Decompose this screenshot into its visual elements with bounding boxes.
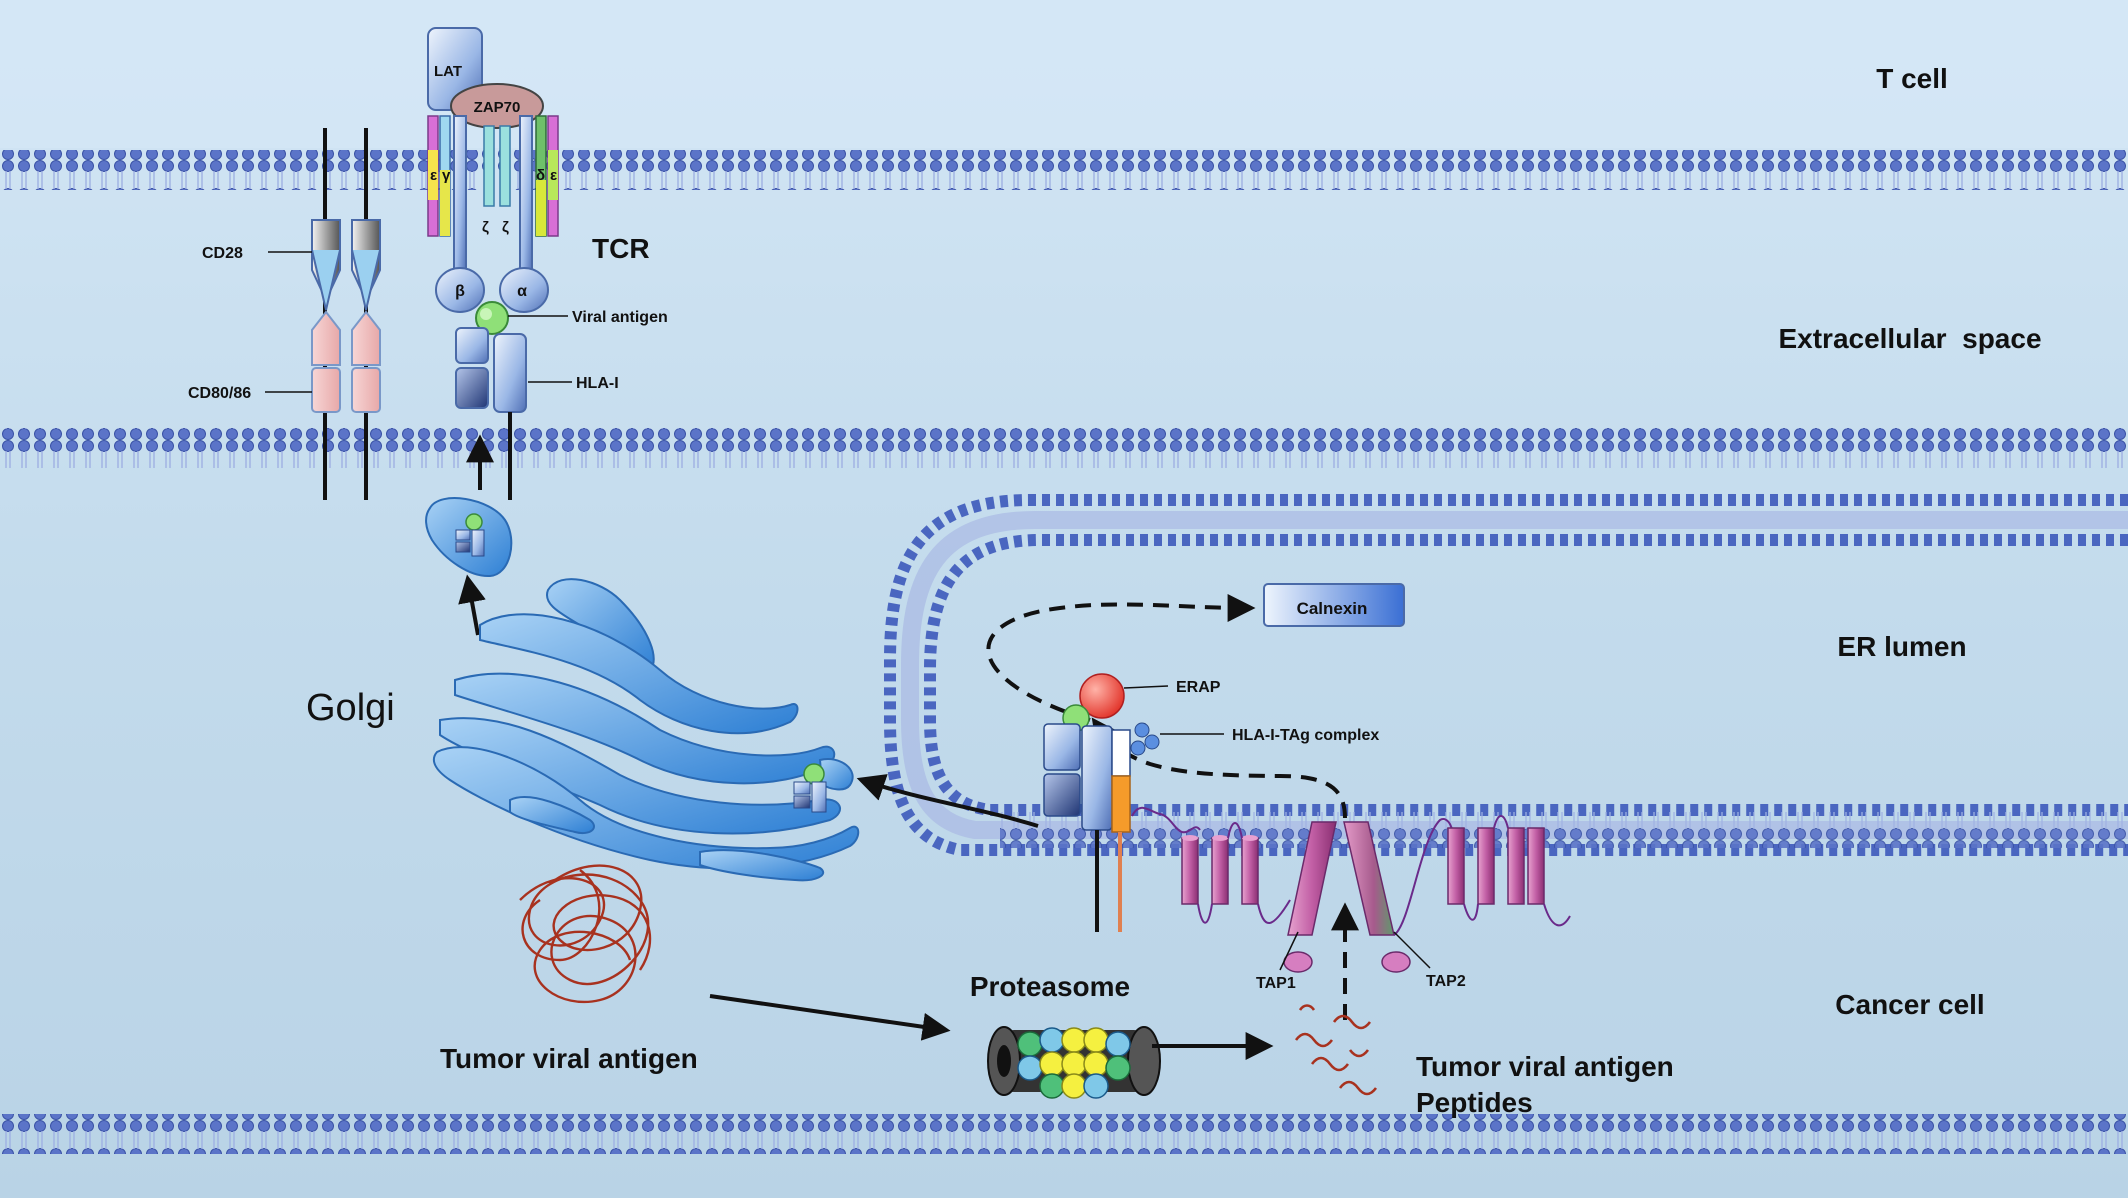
zeta-left-label: ζ — [482, 219, 489, 236]
dashed-calnexin-path — [986, 593, 1256, 722]
cd28-cd80-complex — [265, 128, 381, 500]
golgi-apparatus — [432, 578, 860, 882]
cancer-cell-label: Cancer cell — [1835, 989, 1984, 1020]
tap2-label: TAP2 — [1426, 973, 1466, 990]
tap1-subunit — [1287, 821, 1337, 936]
erap-enzyme — [1079, 673, 1125, 719]
t-cell-label: T cell — [1876, 63, 1948, 94]
calnexin-label: Calnexin — [1297, 599, 1368, 618]
proteasome — [987, 1026, 1161, 1099]
cd28-receptor — [311, 219, 381, 311]
cd80-86-ligand — [311, 310, 381, 413]
hla-tag-complex-label: HLA-I-TAg complex — [1232, 727, 1379, 744]
epsilon-right-label: ε — [550, 167, 557, 184]
beta-label: β — [455, 283, 465, 300]
hla-i-tag-complex — [1043, 704, 1224, 932]
calnexin-box — [1263, 583, 1405, 627]
tcr-complex: LAT ZAP70 ε γ δ ε ζ ζ β α — [427, 27, 559, 313]
alpha-label: α — [517, 283, 527, 300]
extracellular-label: Extracellular space — [1778, 323, 2041, 354]
dashed-tap-to-complex-path — [1091, 717, 1347, 819]
epsilon-left-label: ε — [430, 167, 437, 184]
er-lumen-label: ER lumen — [1837, 631, 1966, 662]
tcr-alpha-domain — [499, 267, 549, 313]
hla-i-surface — [455, 301, 572, 500]
zeta-right-label: ζ — [502, 219, 509, 236]
transport-vesicle — [425, 497, 513, 578]
t-cell-membrane — [0, 150, 2128, 190]
tumor-viral-antigen-label: Tumor viral antigen — [440, 1043, 698, 1074]
t-cell-region — [0, 0, 2128, 148]
tap-transporter — [1131, 806, 1571, 973]
erap-label: ERAP — [1176, 679, 1221, 696]
hla-in-golgi — [793, 763, 827, 813]
tcr-title: TCR — [592, 233, 650, 264]
cd28-label: CD28 — [202, 245, 243, 262]
arrow-er-to-golgi — [856, 774, 1039, 828]
tap1-label: TAP1 — [1256, 975, 1296, 992]
peptides-label-line1: Tumor viral antigen — [1416, 1051, 1674, 1082]
peptide-fragments — [1294, 1004, 1378, 1096]
golgi-label: Golgi — [306, 687, 395, 729]
gamma-label: γ — [442, 167, 451, 184]
peptides-label-line2: Peptides — [1416, 1087, 1533, 1118]
bottom-membrane — [0, 1114, 2128, 1154]
delta-label: δ — [536, 167, 545, 184]
proteasome-label: Proteasome — [970, 971, 1130, 1002]
lat-label: LAT — [434, 63, 462, 80]
arrow-golgi-to-vesicle — [458, 574, 486, 636]
viral-antigen-label: Viral antigen — [572, 309, 668, 326]
zap70-label: ZAP70 — [474, 99, 521, 116]
tcr-beta-domain — [435, 267, 485, 313]
hla-i-label: HLA-I — [576, 375, 619, 392]
cd80-86-label: CD80/86 — [188, 385, 251, 402]
cd3-chains — [427, 115, 559, 237]
cancer-cell-membrane — [0, 428, 2128, 468]
arrow-antigen-to-proteasome — [709, 994, 951, 1041]
tumor-viral-antigen-strand — [519, 864, 652, 1004]
